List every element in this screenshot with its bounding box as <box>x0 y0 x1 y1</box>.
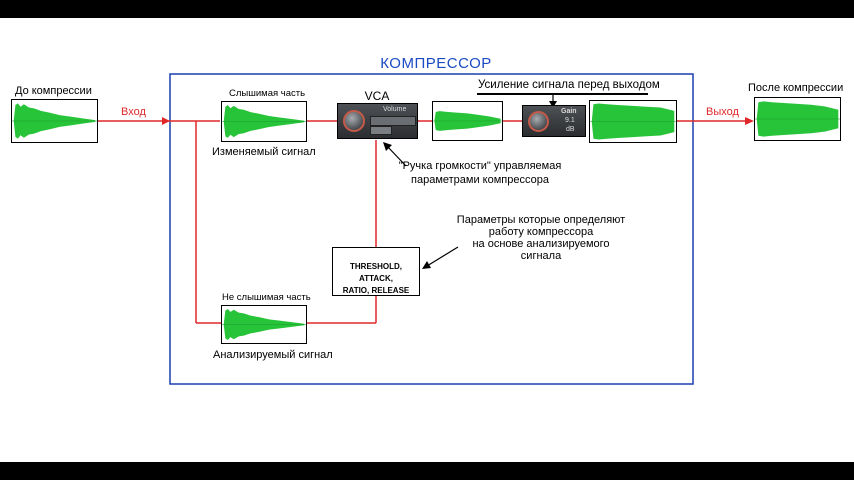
gain-heading-underline <box>477 93 648 95</box>
volume-plugin-label: Volume <box>383 106 407 113</box>
analyzed-signal-label: Анализируемый сигнал <box>213 349 333 361</box>
params-note-line1: Параметры которые определяют <box>456 214 626 226</box>
waveform-icon <box>433 111 502 131</box>
before-waveform <box>11 99 98 143</box>
knob-icon[interactable] <box>528 111 549 132</box>
waveform-icon <box>755 101 840 137</box>
input-arrow-icon <box>162 117 170 125</box>
params-arrow-icon <box>422 261 431 269</box>
volume-fader[interactable] <box>370 116 416 126</box>
volume-note-line2: параметрами компрессора <box>411 174 549 186</box>
knob-icon[interactable] <box>343 110 365 132</box>
compressed-waveform <box>432 101 503 141</box>
gain-value: 9.1 <box>565 117 575 124</box>
audible-label: Слышимая часть <box>229 88 306 99</box>
params-line1: THRESHOLD, ATTACK, <box>350 262 402 283</box>
params-line2: RATIO, RELEASE <box>342 286 410 295</box>
gain-plugin-label: Gain <box>561 108 577 115</box>
gain-plugin: Gain 9.1 dB <box>522 105 586 137</box>
vca-label: VCA <box>364 89 390 103</box>
modified-signal-label: Изменяемый сигнал <box>212 146 316 158</box>
volume-plugin: Volume <box>337 103 418 139</box>
waveform-icon <box>590 103 676 140</box>
after-waveform <box>754 97 841 141</box>
params-note-line2: работу компрессора <box>488 226 594 238</box>
params-note-line3: на основе анализируемого <box>472 238 610 250</box>
compressor-title: КОМПРЕССОР <box>380 55 492 72</box>
volume-arrow-icon <box>383 142 392 151</box>
volume-fader-handle[interactable] <box>370 126 392 135</box>
output-arrow-icon <box>745 117 754 125</box>
boosted-waveform <box>589 100 677 143</box>
volume-note-line1: "Ручка громкости" управляемая <box>398 160 562 172</box>
compressor-frame <box>169 73 694 385</box>
inaudible-label: Не слышимая часть <box>222 292 311 303</box>
before-label: До компрессии <box>15 85 92 97</box>
waveform-icon <box>12 103 97 139</box>
waveform-icon <box>222 308 306 341</box>
waveform-icon <box>222 105 306 138</box>
top-letterbox <box>0 0 854 18</box>
params-box: THRESHOLD, ATTACK, RATIO, RELEASE <box>332 247 420 296</box>
gain-unit: dB <box>566 126 575 133</box>
gain-heading-label: Усиление сигнала перед выходом <box>478 79 660 91</box>
input-label: Вход <box>121 106 146 118</box>
bottom-letterbox <box>0 462 854 480</box>
inaudible-waveform <box>221 305 307 344</box>
output-label: Выход <box>706 106 739 118</box>
gain-arrow-icon <box>549 101 557 108</box>
audible-waveform <box>221 101 307 142</box>
after-label: После компрессии <box>748 82 844 94</box>
params-note-line4: сигнала <box>520 250 562 262</box>
